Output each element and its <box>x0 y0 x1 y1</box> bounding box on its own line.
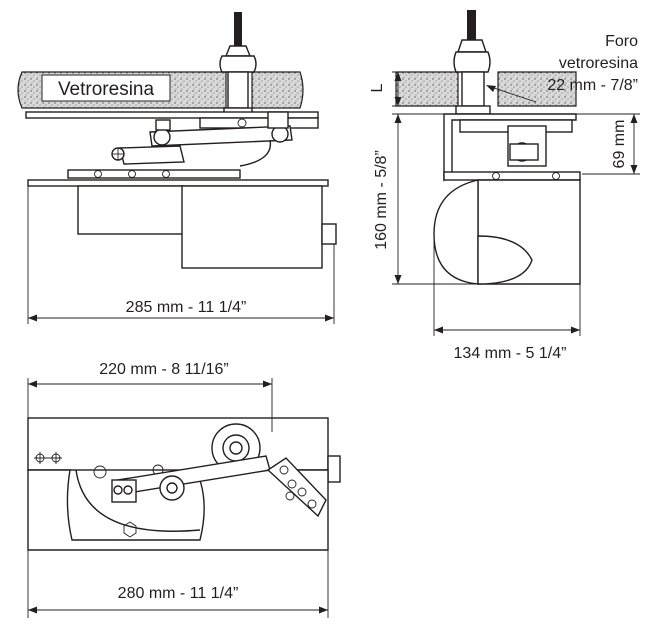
fiberglass-label-box <box>41 74 171 102</box>
hole-size-label: 22 mm - 7/8” <box>547 77 638 94</box>
bracket-plate <box>25 111 319 119</box>
side-view: Vetroresina <box>17 12 337 324</box>
dim-134-label: 134 mm - 5 1/4” <box>454 345 567 362</box>
linkage-arm <box>111 111 293 167</box>
top-view: 220 mm - 8 11/16” 280 mm - 11 1/4” <box>27 361 341 618</box>
motor-body <box>27 179 329 187</box>
fiberglass-label: Vetroresina <box>58 79 155 100</box>
dim-285-label: 285 mm - 11 1/4” <box>126 299 247 316</box>
hole-title-line2: vetroresina <box>559 55 638 72</box>
base-bolts <box>94 170 170 178</box>
hole-title-line1: Foro <box>605 33 638 50</box>
front-view: Foro vetroresina 22 mm - 7/8” L 69 mm 16… <box>369 10 640 362</box>
adjustment-arm <box>266 457 327 518</box>
dim-280-label: 280 mm - 11 1/4” <box>118 585 239 602</box>
housing-plate <box>27 417 329 471</box>
dim-160-label: 160 mm - 5/8” <box>373 150 390 250</box>
dim-69-label: 69 mm <box>611 120 628 169</box>
thickness-label: L <box>369 83 386 92</box>
plate-bolts <box>34 452 62 464</box>
dim-220-label: 220 mm - 8 11/16” <box>99 361 229 378</box>
